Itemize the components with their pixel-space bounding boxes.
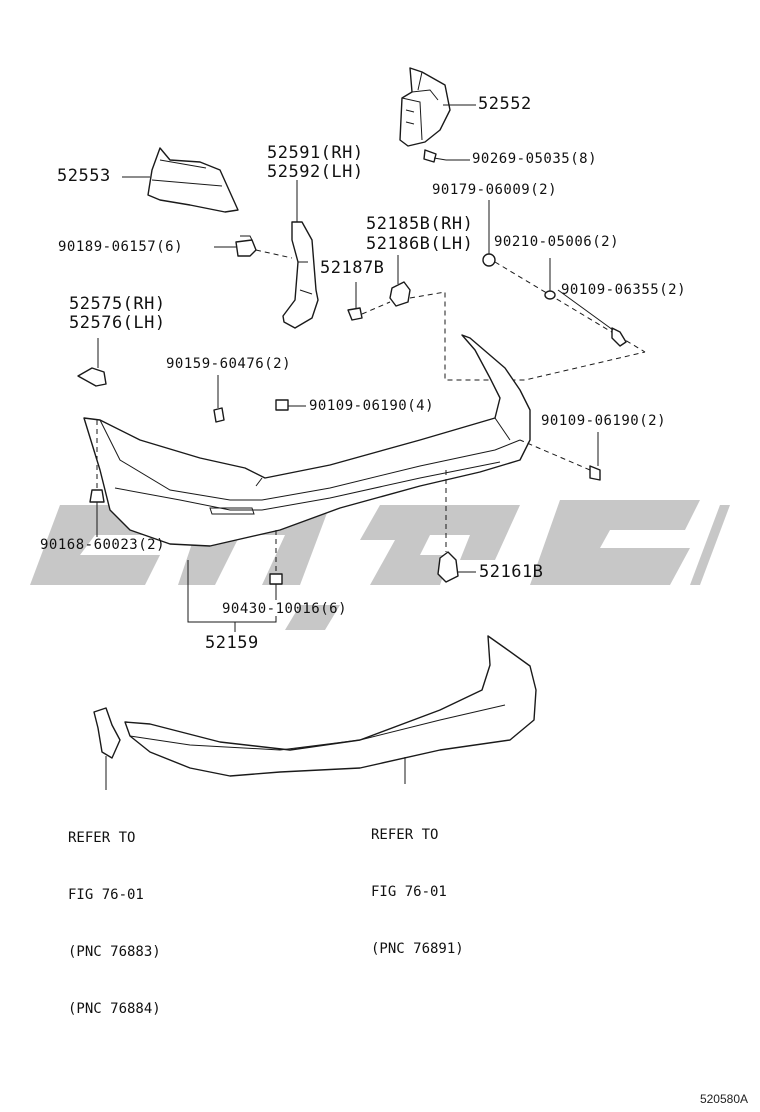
part-90179-nut[interactable] [482, 253, 496, 267]
part-90430-gasket[interactable] [269, 573, 283, 585]
part-90269-screw[interactable] [423, 149, 447, 163]
part-90168-clip[interactable] [89, 489, 105, 503]
part-90109-06190-4-bolt[interactable] [275, 399, 289, 411]
part-52161B-clip[interactable] [437, 551, 459, 583]
part-lower-left-bracket[interactable] [93, 707, 121, 759]
dash-90189 [255, 249, 293, 259]
watermark-logo [30, 500, 730, 630]
dash-90109-06190-2 [519, 439, 591, 471]
part-90109-06355-bolt[interactable] [611, 327, 627, 347]
part-90189-clip[interactable] [235, 235, 257, 257]
part-90109-06190-2-bolt[interactable] [589, 465, 601, 481]
part-52185B-bracket[interactable] [389, 260, 411, 307]
part-52187B-retainer[interactable] [347, 307, 363, 321]
part-90159-clip[interactable] [213, 407, 225, 423]
part-52575-bracket[interactable] [77, 367, 107, 387]
part-52591-side-bracket[interactable] [282, 221, 319, 329]
part-lower-reinforcement[interactable] [124, 635, 537, 777]
part-52159-bumper-cover[interactable] [83, 334, 531, 547]
part-90210-washer[interactable] [544, 290, 556, 300]
dash-bracket [361, 291, 646, 381]
part-52553-cover[interactable] [147, 147, 239, 213]
part-52552-bracket[interactable] [399, 67, 451, 147]
leader-52159 [187, 560, 277, 623]
leader-90109-06355 [557, 289, 614, 331]
